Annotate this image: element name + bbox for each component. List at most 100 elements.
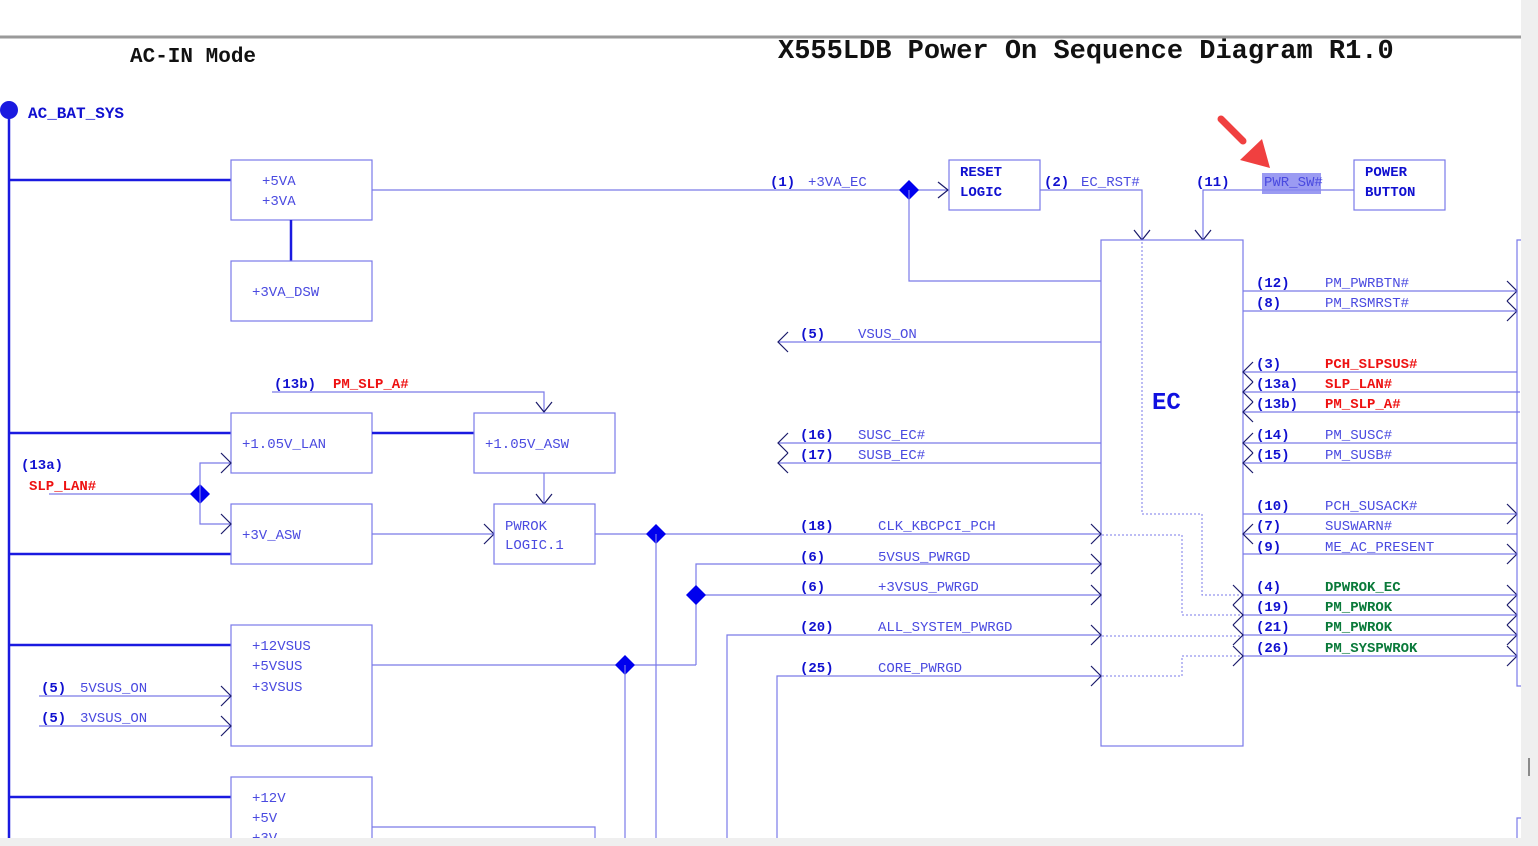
diagram-title: X555LDB Power On Sequence Diagram R1.0 xyxy=(778,37,1394,67)
signal-num: (10) xyxy=(1256,499,1290,515)
signal-num: (9) xyxy=(1256,540,1281,556)
signal-name: DPWROK_EC xyxy=(1325,580,1401,596)
rail-label: +5V xyxy=(252,811,278,827)
rail-label: +12V xyxy=(252,791,286,807)
signal-name: PM_SYSPWROK xyxy=(1325,641,1418,657)
signal-name: +3VA_EC xyxy=(808,175,867,191)
signal-num: (19) xyxy=(1256,600,1290,616)
rail-label: +5VA xyxy=(262,174,296,190)
rail-box-asw105 xyxy=(473,412,616,474)
signal-num: (1) xyxy=(770,175,795,191)
box-label: LOGIC xyxy=(960,185,1003,201)
scrollbar-thumb[interactable] xyxy=(1528,758,1530,776)
signal-num: (5) xyxy=(800,327,825,343)
signal-num: (13b) xyxy=(1256,397,1298,413)
wire xyxy=(199,494,231,525)
signal-num: (25) xyxy=(800,661,834,677)
signal-name-pwr-sw[interactable]: PWR_SW# xyxy=(1264,175,1323,191)
signal-num: (11) xyxy=(1196,175,1230,191)
rail-label: +1.05V_LAN xyxy=(242,437,326,453)
pch-box-edge xyxy=(1516,817,1521,846)
signal-name: PM_SLP_A# xyxy=(333,377,409,393)
signal-name: PM_RSMRST# xyxy=(1325,296,1409,312)
reset-logic-box xyxy=(948,159,1041,211)
signal-name: PM_SLP_A# xyxy=(1325,397,1401,413)
ec-right-signals: (12) PM_PWRBTN# (8) PM_RSMRST# (3) PCH_S… xyxy=(1232,239,1521,846)
signal-num: (13b) xyxy=(274,377,316,393)
arrow-icon xyxy=(220,452,232,474)
signal-num: (5) xyxy=(41,711,66,727)
rail-box-asw3 xyxy=(230,503,373,565)
signal-name: 5VSUS_PWRGD xyxy=(878,550,970,566)
signal-name: PCH_SUSACK# xyxy=(1325,499,1417,515)
signal-num: (13a) xyxy=(1256,377,1298,393)
internal-path xyxy=(1141,242,1243,596)
signal-name: SUSB_EC# xyxy=(858,448,925,464)
junction-icon xyxy=(686,585,706,605)
wire-ec-rst xyxy=(1040,189,1143,240)
rail-box-va-dsw xyxy=(230,260,373,322)
signal-num: (16) xyxy=(800,428,834,444)
ec-left-signals: (5) VSUS_ON (16) SUSC_EC# (17) SUSB_EC# … xyxy=(595,327,1102,846)
box-label: PWROK xyxy=(505,519,548,535)
text-selection-highlight xyxy=(1262,173,1321,194)
wire-3va-ec-to-ec xyxy=(908,190,1101,282)
arrow-icon xyxy=(535,401,553,413)
page-gutter-bottom xyxy=(0,838,1538,846)
rail-label: +1.05V_ASW xyxy=(485,437,570,453)
signal-num: (8) xyxy=(1256,296,1281,312)
arrow-icon xyxy=(220,715,232,737)
signal-name: VSUS_ON xyxy=(858,327,917,343)
signal-name: SUSC_EC# xyxy=(858,428,925,444)
signal-name: PM_PWRBTN# xyxy=(1325,276,1409,292)
signal-name: 5VSUS_ON xyxy=(80,681,147,697)
arrow-icon xyxy=(220,685,232,707)
box-label: POWER xyxy=(1365,165,1408,181)
rail-label: +3VSUS xyxy=(252,680,302,696)
signal-name: 3VSUS_ON xyxy=(80,711,147,727)
rail-label: +5VSUS xyxy=(252,659,302,675)
box-label: RESET xyxy=(960,165,1002,181)
rail-box-v xyxy=(230,776,373,846)
ec-label: EC xyxy=(1152,390,1181,417)
ec-box xyxy=(1100,239,1244,747)
bus-label: AC_BAT_SYS xyxy=(28,105,124,123)
signal-name: CLK_KBCPCI_PCH xyxy=(878,519,996,535)
signal-num: (4) xyxy=(1256,580,1281,596)
pch-box-edge xyxy=(1516,239,1521,687)
signal-num: (20) xyxy=(800,620,834,636)
wire-pwr-sw xyxy=(1202,189,1354,240)
signal-name: +3VSUS_PWRGD xyxy=(878,580,979,596)
signal-name: CORE_PWRGD xyxy=(878,661,962,677)
annotation-arrow-icon xyxy=(1217,115,1270,168)
signal-name: SUSWARN# xyxy=(1325,519,1392,535)
signal-name: ALL_SYSTEM_PWRGD xyxy=(878,620,1012,636)
signal-num: (6) xyxy=(800,580,825,596)
signal-num: (21) xyxy=(1256,620,1290,636)
box-label: LOGIC.1 xyxy=(505,538,564,554)
signal-name: EC_RST# xyxy=(1081,175,1140,191)
internal-path xyxy=(1102,655,1243,677)
internal-path xyxy=(1102,534,1243,616)
rail-box-va xyxy=(230,159,373,221)
pwrok-logic-box xyxy=(493,503,596,565)
signal-name: SLP_LAN# xyxy=(1325,377,1392,393)
signal-name: PM_SUSB# xyxy=(1325,448,1392,464)
rail-label: +3VA xyxy=(262,194,296,210)
signal-num: (3) xyxy=(1256,357,1281,373)
signal-name: PM_PWROK xyxy=(1325,600,1393,616)
rail-box-vsus xyxy=(230,624,373,747)
rail-label: +3VA_DSW xyxy=(252,285,320,301)
wire-pm-slp-a xyxy=(272,391,545,412)
rail-label: +12VSUS xyxy=(252,639,311,655)
signal-name: ME_AC_PRESENT xyxy=(1325,540,1434,556)
signal-name: PCH_SLPSUS# xyxy=(1325,357,1417,373)
signal-num: (7) xyxy=(1256,519,1281,535)
signal-num: (18) xyxy=(800,519,834,535)
arrow-icon xyxy=(937,181,949,199)
signal-name: PM_PWROK xyxy=(1325,620,1393,636)
signal-name: SLP_LAN# xyxy=(29,479,96,495)
signal-num: (2) xyxy=(1044,175,1069,191)
signal-num: (12) xyxy=(1256,276,1290,292)
